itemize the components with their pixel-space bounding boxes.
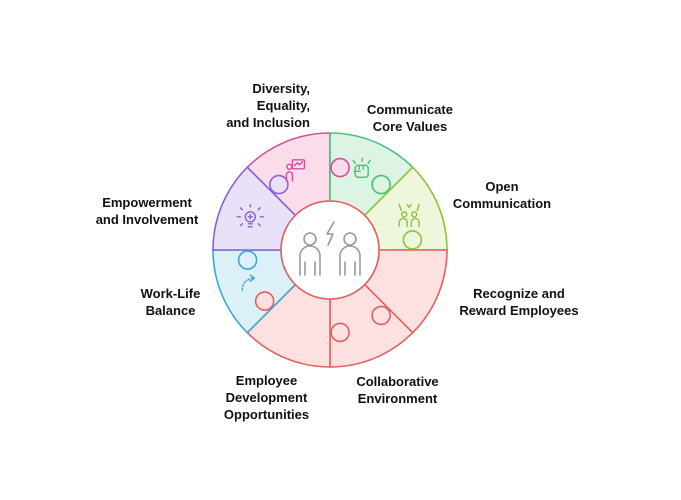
fist-icon [352,157,371,179]
high-five-icon [398,203,420,228]
lightbulb-icon [236,204,265,228]
segment-label-recognize-reward: Recognize and Reward Employees [459,286,579,318]
puzzle-knob [330,157,350,178]
puzzle-knob [269,174,289,195]
two-people-lightning-icon [299,221,361,276]
puzzle-knob [237,250,258,270]
segment-label-core-values: Communicate Core Values [367,102,453,134]
dotted-arrow-icon [241,274,256,291]
puzzle-knob [371,305,391,326]
presentation-icon [285,159,306,182]
segment-label-diversity: Diversity, Equality, and Inclusion [226,81,310,130]
puzzle-knob [254,291,275,311]
segment-label-collaborative: Collaborative Environment [356,374,439,406]
segment-label-development: Employee Development Opportunities [223,373,310,422]
puzzle-knob [330,322,350,343]
center-hub [280,200,380,300]
puzzle-knob [371,174,391,195]
puzzle-knob [402,230,423,250]
segment-label-open-communication: Open Communication [452,179,552,211]
segment-label-work-life: Work-Life Balance [140,286,201,318]
segment-label-empowerment: Empowerment and Involvement [95,195,199,227]
